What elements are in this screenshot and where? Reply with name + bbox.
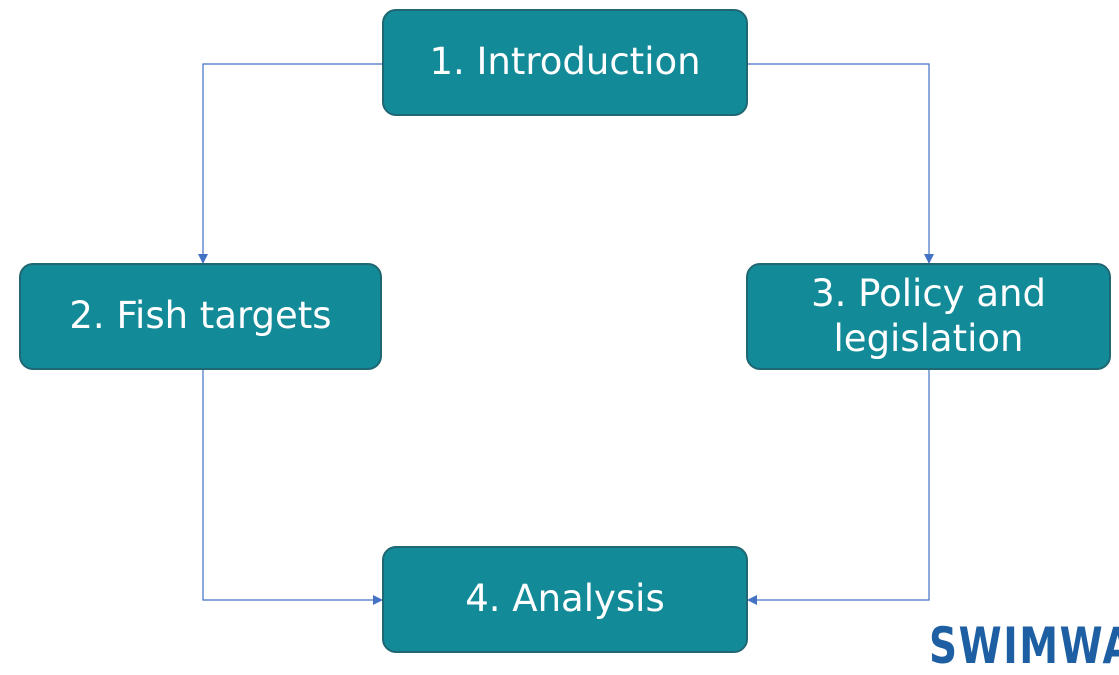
- connector-intro-to-policy: [748, 63, 934, 264]
- connector-fish-targets-to-analysis: [202, 370, 383, 605]
- swimway-logo: SWIMWA: [929, 617, 1119, 675]
- node-introduction[interactable]: 1. Introduction: [382, 9, 748, 116]
- node-policy-and-legislation[interactable]: 3. Policy and legislation: [746, 263, 1111, 370]
- connector-policy-to-analysis: [747, 370, 930, 605]
- node-fish-targets[interactable]: 2. Fish targets: [19, 263, 382, 370]
- connector-layer: [198, 63, 934, 605]
- connector-intro-to-fish-targets: [198, 63, 382, 264]
- node-analysis[interactable]: 4. Analysis: [382, 546, 748, 653]
